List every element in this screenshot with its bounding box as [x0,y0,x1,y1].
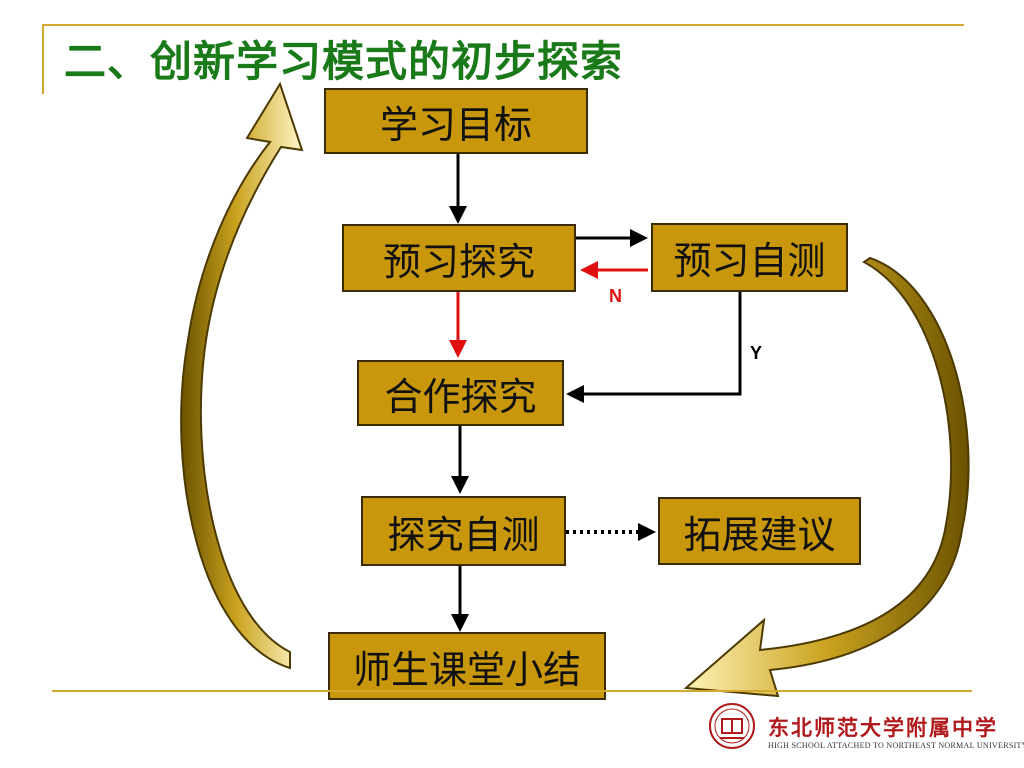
loop-arrow-right [683,256,970,698]
arrowhead [630,229,648,247]
arrow-test-yes [582,292,742,396]
title-rule [42,24,964,26]
arrowhead [638,523,656,541]
slide-title: 二、创新学习模式的初步探索 [64,37,624,86]
node-summary: 师生课堂小结 [328,632,606,700]
node-extension: 拓展建议 [658,497,861,565]
node-preview-test: 预习自测 [651,223,848,292]
arrowhead [566,385,584,403]
node-explore-test: 探究自测 [361,496,566,566]
arrowhead [451,476,469,494]
node-preview-explore: 预习探究 [342,224,576,292]
school-name: 东北师范大学附属中学 [768,715,998,740]
loop-arrow-left [180,81,304,670]
node-coop-explore: 合作探究 [357,360,564,426]
label-yes: Y [750,343,763,363]
school-emblem-icon [709,703,755,749]
arrowhead [449,340,467,358]
arrowhead [580,261,598,279]
footer-rule [52,690,972,692]
school-name-english: HIGH SCHOOL ATTACHED TO NORTHEAST NORMAL… [768,741,1024,750]
title-side-rule [42,24,44,94]
node-goal: 学习目标 [324,88,588,154]
label-no: N [609,286,622,306]
arrowhead [451,614,469,632]
arrowhead [449,206,467,224]
